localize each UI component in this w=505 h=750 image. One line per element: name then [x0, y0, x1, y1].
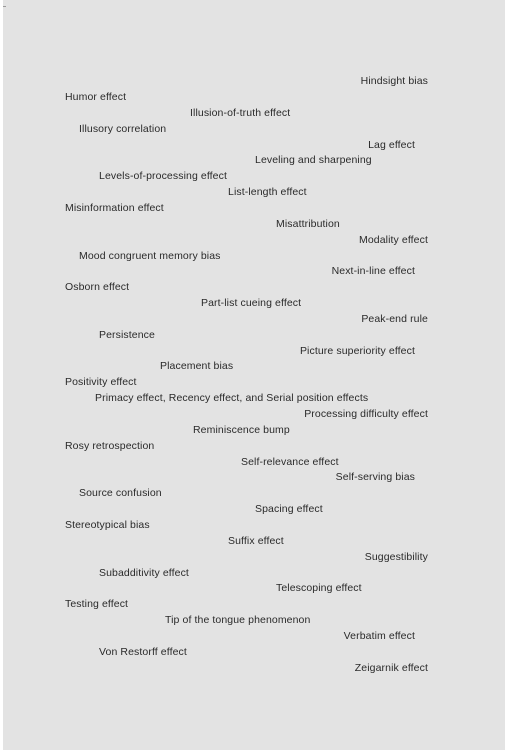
entry-picture-superiority-effect: Picture superiority effect [299, 345, 415, 357]
entry-next-in-line-effect: Next-in-line effect [331, 265, 415, 277]
entry-stereotypical-bias: Stereotypical bias [65, 519, 150, 531]
entry-hindsight-bias: Hindsight bias [360, 75, 428, 87]
entry-zeigarnik-effect: Zeigarnik effect [354, 662, 428, 674]
entry-illusion-of-truth-effect: Illusion-of-truth effect [190, 107, 291, 119]
entry-suffix-effect: Suffix effect [228, 535, 284, 547]
entry-peak-end-rule: Peak-end rule [361, 313, 428, 325]
entry-mood-congruent-memory-bias: Mood congruent memory bias [79, 250, 221, 262]
entry-self-relevance-effect: Self-relevance effect [241, 456, 339, 468]
page-edge-mark [3, 6, 6, 7]
entry-suggestibility: Suggestibility [364, 551, 428, 563]
entry-testing-effect: Testing effect [65, 598, 129, 610]
entry-verbatim-effect: Verbatim effect [343, 630, 415, 642]
entry-positivity-effect: Positivity effect [65, 376, 137, 388]
entry-source-confusion: Source confusion [79, 487, 162, 499]
entry-rosy-retrospection: Rosy retrospection [65, 440, 155, 452]
entry-illusory-correlation: Illusory correlation [79, 123, 167, 135]
entry-telescoping-effect: Telescoping effect [276, 582, 362, 594]
entry-misattribution: Misattribution [276, 218, 340, 230]
entry-levels-of-processing-effect: Levels-of-processing effect [99, 170, 227, 182]
entry-processing-difficulty-effect: Processing difficulty effect [304, 408, 428, 420]
entry-part-list-cueing-effect: Part-list cueing effect [201, 297, 302, 309]
entry-humor-effect: Humor effect [65, 91, 127, 103]
entry-modality-effect: Modality effect [358, 234, 428, 246]
entry-osborn-effect: Osborn effect [65, 281, 130, 293]
entry-tip-of-the-tongue: Tip of the tongue phenomenon [165, 614, 311, 626]
entry-primacy-recency-serial-position: Primacy effect, Recency effect, and Seri… [95, 392, 369, 404]
entry-list-length-effect: List-length effect [228, 186, 307, 198]
entry-placement-bias: Placement bias [160, 360, 234, 372]
entry-von-restorff-effect: Von Restorff effect [99, 646, 187, 658]
entry-misinformation-effect: Misinformation effect [65, 202, 164, 214]
entry-leveling-and-sharpening: Leveling and sharpening [255, 154, 372, 166]
entry-spacing-effect: Spacing effect [255, 503, 323, 515]
entry-lag-effect: Lag effect [368, 139, 415, 151]
entry-self-serving-bias: Self-serving bias [335, 471, 415, 483]
entry-reminiscence-bump: Reminiscence bump [193, 424, 290, 436]
entry-persistence: Persistence [99, 329, 155, 341]
entry-subadditivity-effect: Subadditivity effect [99, 567, 189, 579]
document-page: Hindsight bias Humor effect Illusion-of-… [3, 0, 505, 750]
